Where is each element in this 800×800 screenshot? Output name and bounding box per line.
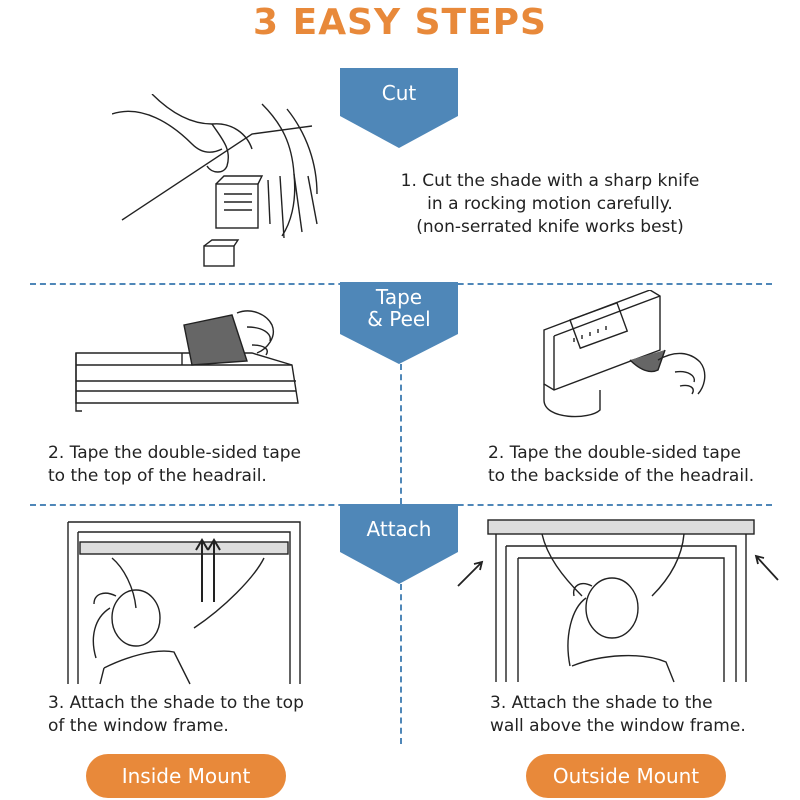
- attach-banner-label: Attach: [366, 517, 432, 541]
- inside-mount-label: Inside Mount: [86, 754, 286, 798]
- vertical-divider-1: [400, 364, 402, 504]
- cut-line-2: in a rocking motion carefully.: [427, 194, 673, 214]
- tape-left-line-2: to the top of the headrail.: [48, 466, 267, 486]
- outside-mount-illustration: [457, 519, 779, 683]
- tape-banner-label: Tape & Peel: [340, 286, 458, 364]
- tape-right-line-1: 2. Tape the double-sided tape: [488, 443, 741, 463]
- tape-banner-line-2: & Peel: [367, 307, 431, 331]
- vertical-divider-2: [400, 584, 402, 744]
- outside-mount-instructions: 3. Attach the shade to the wall above th…: [490, 692, 790, 738]
- tape-top-instructions: 2. Tape the double-sided tape to the top…: [48, 442, 368, 488]
- cut-instructions: 1. Cut the shade with a sharp knife in a…: [380, 170, 720, 239]
- attach-left-line-2: of the window frame.: [48, 716, 229, 736]
- tape-top-illustration: [75, 310, 299, 412]
- tape-left-line-1: 2. Tape the double-sided tape: [48, 443, 301, 463]
- cut-line-1: 1. Cut the shade with a sharp knife: [400, 171, 700, 191]
- tape-banner-line-1: Tape: [375, 285, 423, 309]
- inside-mount-instructions: 3. Attach the shade to the top of the wi…: [48, 692, 368, 738]
- attach-right-line-2: wall above the window frame.: [490, 716, 746, 736]
- cut-step-banner: Cut: [340, 68, 458, 148]
- attach-left-line-1: 3. Attach the shade to the top: [48, 693, 304, 713]
- tape-right-line-2: to the backside of the headrail.: [488, 466, 755, 486]
- attach-step-banner: Attach: [340, 504, 458, 584]
- cut-banner-label: Cut: [381, 81, 417, 105]
- tape-back-instructions: 2. Tape the double-sided tape to the bac…: [488, 442, 788, 488]
- cut-illustration: [112, 94, 318, 267]
- tape-step-banner: Tape & Peel: [340, 282, 458, 364]
- outside-mount-label: Outside Mount: [526, 754, 726, 798]
- tape-back-illustration: [543, 290, 706, 418]
- cut-line-3: (non-serrated knife works best): [416, 217, 684, 237]
- page-title: 3 EASY STEPS: [253, 2, 547, 43]
- attach-right-line-1: 3. Attach the shade to the: [490, 693, 713, 713]
- inside-mount-illustration: [67, 521, 301, 685]
